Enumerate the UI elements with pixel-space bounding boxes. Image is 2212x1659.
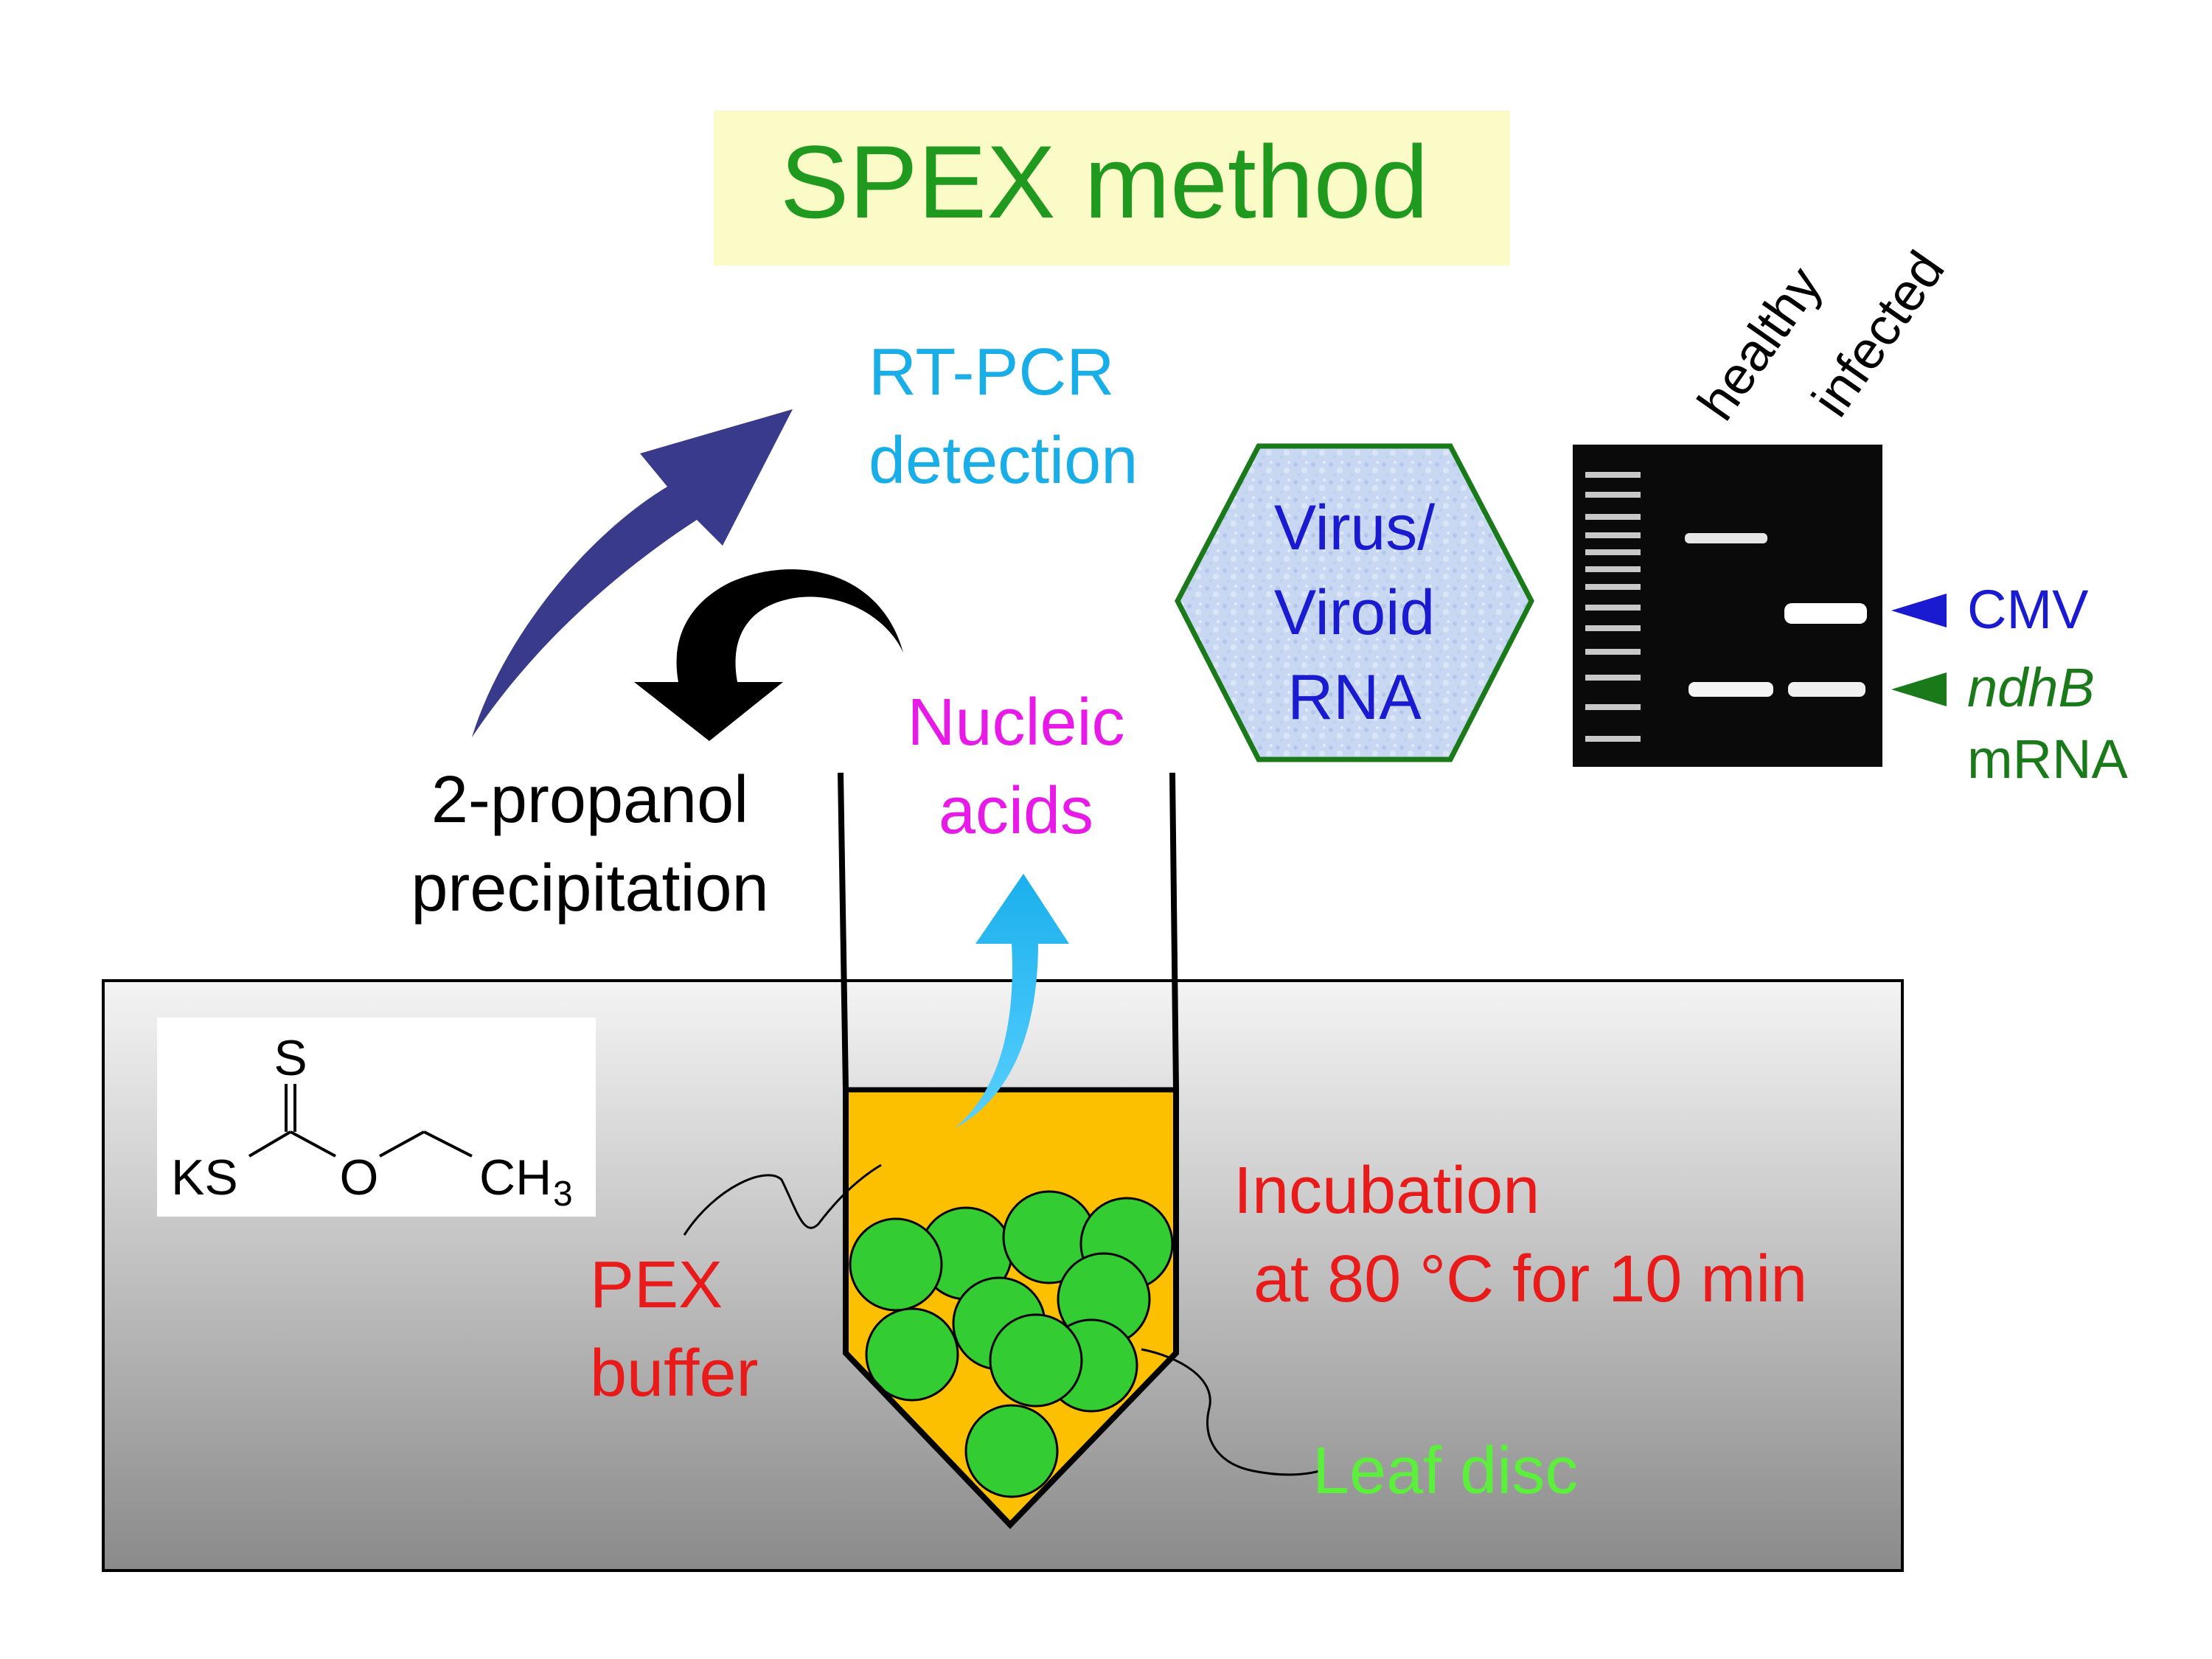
cmv-arrowhead [1891,594,1947,627]
leaf-discs [849,1190,1174,1498]
pex-label-line2: buffer [590,1337,759,1411]
gel-lane-label-healthy: healthy [1687,257,1834,431]
propanol-label-line1: 2-propanol [431,763,748,837]
atom-ch: CH [479,1150,552,1206]
rtpcr-label-line1: RT-PCR [869,335,1114,409]
pex-label-line1: PEX [590,1248,723,1322]
cmv-label: CMV [1967,579,2089,640]
ndhb-arrowhead [1891,672,1947,706]
leaf-disc-circle [865,1307,959,1402]
hexagon-label-line2: Viroid [1274,577,1435,648]
incubation-label-line1: Incubation [1234,1154,1540,1228]
gel-lane-label-infected: infected [1801,241,1956,427]
ndhb-label: ndhB [1967,657,2095,718]
gel-band-healthy-ndhb [1688,682,1773,697]
navy-curved-arrow [472,409,793,737]
hexagon-label-line1: Virus/ [1274,493,1435,563]
gel-ladder [1585,472,1641,742]
leaf-disc-leader-line [1141,1348,1321,1476]
atom-ks: KS [171,1150,238,1206]
diagram-title: SPEX method [780,124,1428,240]
nucleic-label-line1: Nucleic [907,686,1124,759]
atom-subscript-3: 3 [553,1175,573,1214]
leaf-disc-circle [849,1217,943,1312]
rtpcr-label-line2: detection [869,424,1138,498]
cyan-curved-arrow [955,874,1069,1128]
atom-o: O [340,1150,379,1206]
gel-image [1573,445,1882,767]
gel-band-infected-cmv [1784,603,1867,624]
incubation-label-line2: at 80 °C for 10 min [1253,1242,1807,1316]
leaf-disc-circle [989,1313,1083,1408]
pex-buffer-leader-line [683,1164,882,1236]
atom-s: S [274,1030,307,1086]
virus-rna-hexagon [1175,443,1534,762]
nucleic-label-line2: acids [939,774,1093,848]
title-box [714,111,1510,265]
leaf-disc-label: Leaf disc [1312,1434,1578,1508]
potassium-ethylxanthate-structure: S KS O CH 3 [157,1018,596,1217]
gel-band-healthy-upper [1685,533,1767,543]
hexagon-label-line3: RNA [1287,662,1422,733]
gel-band-infected-ndhb [1788,682,1865,697]
propanol-label-line2: precipitation [411,852,768,925]
leaf-disc-circle [964,1404,1059,1498]
black-curved-arrow [634,569,903,741]
mrna-label: mRNA [1967,728,2129,790]
